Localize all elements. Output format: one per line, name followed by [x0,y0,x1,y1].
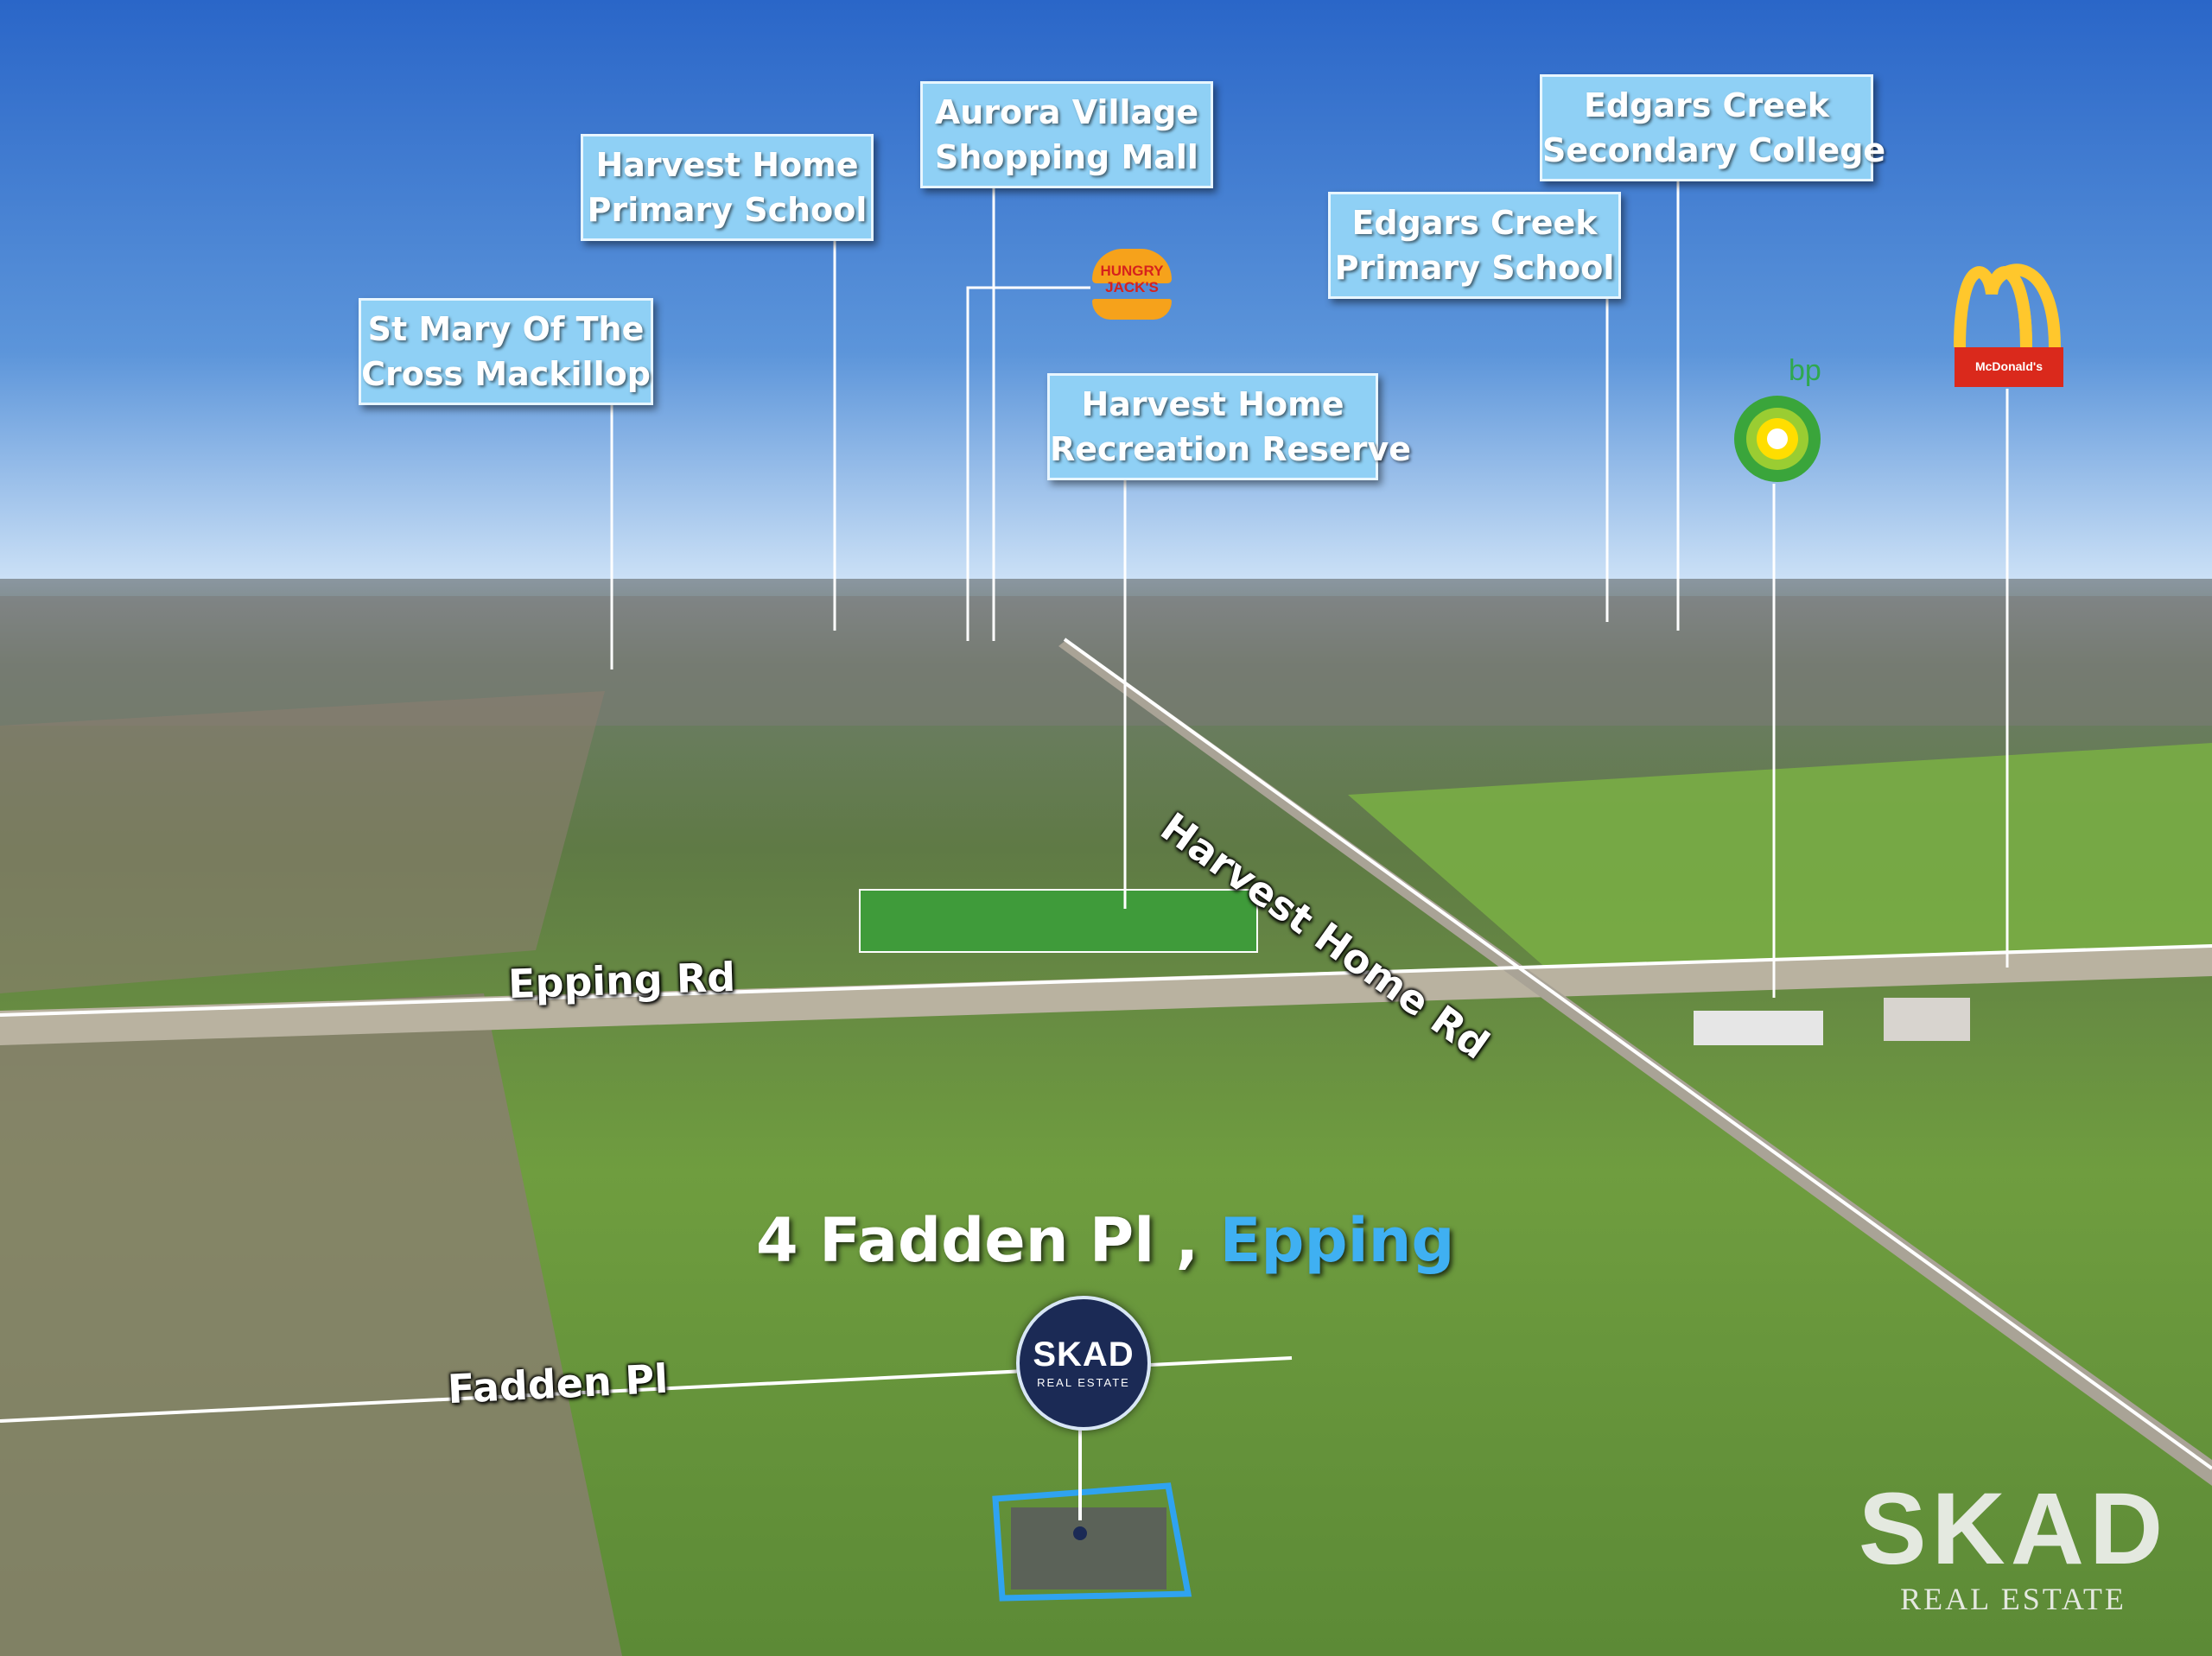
label-line: Edgars Creek [1583,86,1830,124]
brand-logo-text: SKAD [1858,1472,2169,1586]
label-line: Shopping Mall [935,138,1198,176]
label-edgars-creek-primary-school: Edgars Creek Primary School [1328,192,1621,299]
pin-logo: SKAD [1033,1336,1135,1374]
label-line: Harvest Home [1081,385,1344,423]
label-line: Edgars Creek [1351,204,1598,242]
label-harvest-home-primary-school: Harvest Home Primary School [581,134,874,241]
address-street: 4 Fadden Pl , [756,1205,1199,1276]
label-st-mary-of-the-cross: St Mary Of The Cross Mackillop [359,298,653,405]
label-aurora-village-shopping-mall: Aurora Village Shopping Mall [920,81,1213,188]
pointer-hungry-jacks [966,286,1090,641]
label-line: Aurora Village [934,93,1199,131]
distant-suburbs [0,596,2212,726]
pin-subtitle: REAL ESTATE [1037,1376,1130,1389]
mcdonalds-arches-logo [1954,263,2061,348]
bp-text: bp [1789,354,1821,387]
left-suburb [0,691,605,993]
label-edgars-creek-secondary-college: Edgars Creek Secondary College [1540,74,1886,181]
bp-helios-logo [1734,396,1821,482]
hungry-jacks-text: HUNGRY JACK'S [1100,263,1164,295]
hungry-jacks-logo: HUNGRY JACK'S [1092,249,1172,320]
mcdonalds-text: McDonald's [1974,359,2043,373]
label-line: Harvest Home [595,146,859,184]
lower-left-suburb [0,993,622,1656]
location-pin: SKAD REAL ESTATE [1016,1296,1151,1431]
right-paddock [1348,743,2212,976]
label-line: Primary School [587,191,868,229]
harvest-home-rd-surface [1058,639,2212,1486]
label-line: Cross Mackillop [361,355,651,393]
label-line: Primary School [1334,249,1615,287]
address-suburb: Epping [1219,1205,1455,1276]
harvest-home-rd-line [1063,638,2212,1470]
brand-subtitle: REAL ESTATE [1900,1582,2126,1616]
mcdonalds-logo: McDonald's [1955,283,2063,389]
epping-rd-surface [0,946,2212,1045]
epping-rd-line [0,944,2212,1017]
label-line: Recreation Reserve [1050,430,1411,468]
service-station [1694,1011,1823,1045]
label-harvest-home-recreation-reserve: Harvest Home Recreation Reserve [1047,373,1411,480]
sports-field [859,889,1258,953]
skad-brand-logo: SKAD REAL ESTATE [1849,1477,2177,1633]
label-line: St Mary Of The [367,310,645,348]
property-address: 4 Fadden Pl , Epping [756,1205,1455,1276]
street-label-epping-rd: Epping Rd [507,953,736,1008]
label-line: Secondary College [1542,131,1886,169]
property-outline [992,1482,1192,1602]
property-dot [1073,1526,1087,1540]
